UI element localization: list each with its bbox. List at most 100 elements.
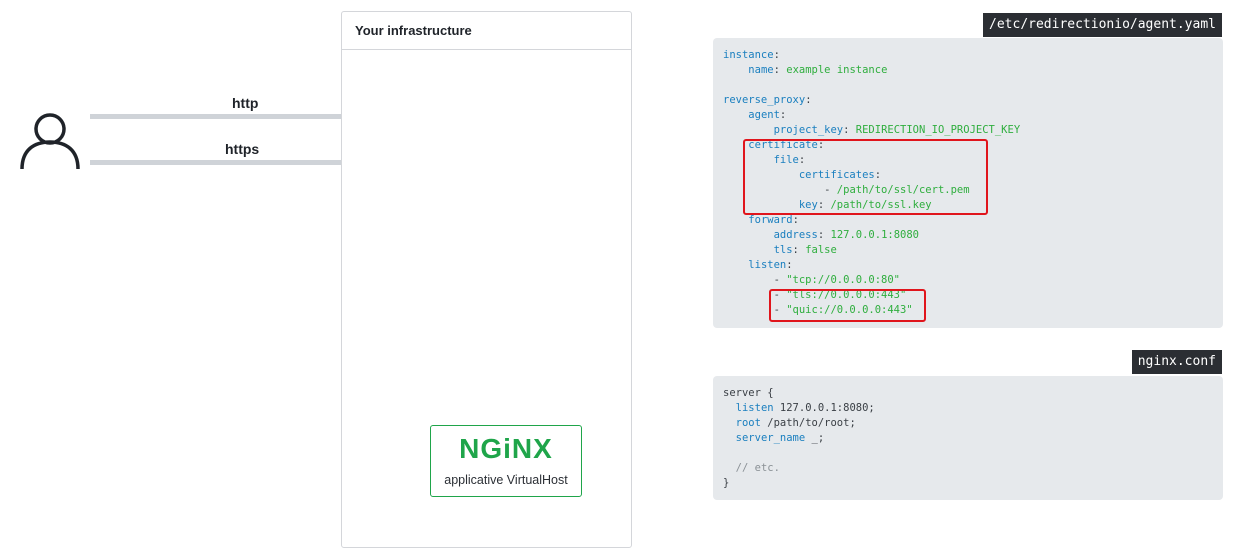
nginx-logo: NGiNX bbox=[459, 433, 553, 464]
code-line: certificates: bbox=[723, 168, 1020, 183]
code-token: } bbox=[723, 477, 730, 489]
agent-config-panel: instance: name: example instance reverse_… bbox=[713, 38, 1223, 328]
code-token: project_key bbox=[773, 124, 844, 136]
code-token: 127.0.0.1:8080 bbox=[830, 229, 920, 241]
code-line: // etc. bbox=[723, 461, 875, 476]
code-line: file: bbox=[723, 153, 1020, 168]
code-token: instance bbox=[723, 49, 774, 61]
code-line: reverse_proxy: bbox=[723, 93, 1020, 108]
code-token bbox=[723, 244, 774, 256]
code-token: // etc. bbox=[735, 462, 780, 474]
code-token: : bbox=[773, 64, 787, 76]
code-line: name: example instance bbox=[723, 63, 1020, 78]
code-line: listen 127.0.0.1:8080; bbox=[723, 401, 875, 416]
user-icon bbox=[20, 113, 80, 170]
infrastructure-title: Your infrastructure bbox=[355, 23, 472, 38]
code-token: : bbox=[817, 229, 831, 241]
code-token: REDIRECTION_IO_PROJECT_KEY bbox=[855, 124, 1021, 136]
code-token: : bbox=[779, 109, 787, 121]
code-token: file bbox=[773, 154, 799, 166]
code-token: : bbox=[798, 154, 806, 166]
code-token: : bbox=[805, 94, 812, 106]
code-token: : bbox=[817, 199, 831, 211]
code-line: address: 127.0.0.1:8080 bbox=[723, 228, 1020, 243]
code-token: agent bbox=[748, 109, 780, 121]
code-token bbox=[723, 64, 748, 76]
code-line: tls: false bbox=[723, 243, 1020, 258]
code-token: - bbox=[723, 304, 787, 316]
code-line: listen: bbox=[723, 258, 1020, 273]
code-line bbox=[723, 78, 1020, 93]
code-token bbox=[723, 214, 748, 226]
code-token: "tcp://0.0.0.0:80" bbox=[786, 274, 901, 286]
code-line: - "tls://0.0.0.0:443" bbox=[723, 288, 1020, 303]
code-line: server { bbox=[723, 386, 875, 401]
code-line: server_name _; bbox=[723, 431, 875, 446]
nginx-config-panel: server { listen 127.0.0.1:8080; root /pa… bbox=[713, 376, 1223, 500]
code-token: : bbox=[773, 49, 780, 61]
code-token: : bbox=[874, 169, 882, 181]
code-token: : bbox=[786, 259, 793, 271]
code-token: server { bbox=[723, 387, 774, 399]
code-token: tls bbox=[773, 244, 793, 256]
code-line bbox=[723, 446, 875, 461]
code-token: root bbox=[735, 417, 761, 429]
code-token: "tls://0.0.0.0:443" bbox=[786, 289, 907, 301]
nginx-caption: applicative VirtualHost bbox=[444, 473, 568, 487]
code-token: : bbox=[792, 244, 806, 256]
certificate-highlight bbox=[743, 139, 988, 215]
code-line: agent: bbox=[723, 108, 1020, 123]
code-token: listen bbox=[748, 259, 787, 271]
code-token: certificate bbox=[748, 139, 818, 151]
code-token bbox=[723, 402, 736, 414]
code-token bbox=[723, 462, 736, 474]
code-token: - bbox=[723, 274, 787, 286]
code-token: : bbox=[843, 124, 856, 136]
code-token: _; bbox=[805, 432, 825, 444]
code-token: /path/to/ssl.key bbox=[830, 199, 932, 211]
code-token: : bbox=[792, 214, 799, 226]
agent-config-filename: /etc/redirectionio/agent.yaml bbox=[983, 13, 1222, 37]
code-line: - "tcp://0.0.0.0:80" bbox=[723, 273, 1020, 288]
code-line: project_key: REDIRECTION_IO_PROJECT_KEY bbox=[723, 123, 1021, 138]
code-line: key: /path/to/ssl.key bbox=[723, 198, 1020, 213]
https-label: https bbox=[225, 141, 260, 157]
code-line: - /path/to/ssl/cert.pem bbox=[723, 183, 1020, 198]
code-token: 127.0.0.1:8080; bbox=[773, 402, 875, 414]
code-token: listen bbox=[735, 402, 774, 414]
code-token: name bbox=[748, 64, 774, 76]
code-token: : bbox=[817, 139, 825, 151]
listen-tls-highlight bbox=[769, 289, 926, 322]
code-token: address bbox=[773, 229, 818, 241]
agent-config-code: instance: name: example instance reverse_… bbox=[723, 48, 1020, 318]
code-token bbox=[723, 259, 748, 271]
code-line: - "quic://0.0.0.0:443" bbox=[723, 303, 1020, 318]
code-token: certificates bbox=[798, 169, 875, 181]
code-token: - bbox=[723, 184, 837, 196]
code-line: root /path/to/root; bbox=[723, 416, 875, 431]
nginx-config-filename: nginx.conf bbox=[1131, 350, 1222, 374]
http-label: http bbox=[232, 95, 259, 111]
code-token: "quic://0.0.0.0:443" bbox=[786, 304, 913, 316]
code-token: key bbox=[798, 199, 818, 211]
code-token: reverse_proxy bbox=[723, 94, 806, 106]
code-line: } bbox=[723, 476, 875, 491]
code-line: certificate: bbox=[723, 138, 1020, 153]
code-token: /path/to/ssl/cert.pem bbox=[836, 184, 970, 196]
code-token bbox=[723, 109, 748, 121]
code-token: forward bbox=[748, 214, 793, 226]
code-line: instance: bbox=[723, 48, 1020, 63]
code-token: server_name bbox=[735, 432, 806, 444]
nginx-box bbox=[430, 425, 582, 497]
nginx-config-code: server { listen 127.0.0.1:8080; root /pa… bbox=[723, 386, 875, 491]
code-token bbox=[723, 229, 774, 241]
code-token bbox=[723, 417, 736, 429]
code-line: forward: bbox=[723, 213, 1020, 228]
code-token: - bbox=[723, 289, 787, 301]
code-token: /path/to/root; bbox=[760, 417, 856, 429]
code-token bbox=[723, 124, 774, 136]
code-token: example instance bbox=[786, 64, 888, 76]
infrastructure-header bbox=[342, 12, 631, 50]
code-token bbox=[723, 432, 736, 444]
code-token: false bbox=[805, 244, 837, 256]
